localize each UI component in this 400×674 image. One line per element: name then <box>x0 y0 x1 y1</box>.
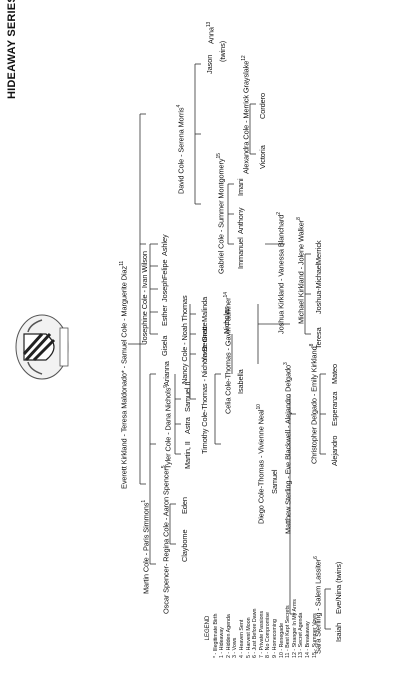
nancy-couple: Nancy Cole - Noah Thomas <box>180 295 189 384</box>
legend: LEGEND * - Illegitimate Birth 1 - Hideaw… <box>205 598 318 658</box>
joseph: Joseph <box>160 278 169 302</box>
michael-couple: Michael Kirkland - Jolene Walker8 <box>295 217 305 324</box>
josephine-couple: Josephine Cole - Ivan Wilson <box>140 251 149 344</box>
martin-couple: Martin Cole - Paris Simmons1 <box>140 500 150 594</box>
legend-item: 5 - Harvest Moon <box>245 617 252 658</box>
alexandra-couple: Alexandra Cole - Merrick Grayslake12 <box>240 55 250 174</box>
ynez: Ynez <box>200 345 209 362</box>
michael-label: Michael Kirkland - Jolene Walker <box>296 219 306 324</box>
michael-sup: 8 <box>296 217 302 220</box>
jason: Jason <box>205 54 214 74</box>
merrick: Merrick <box>314 240 323 264</box>
christopher-couple: Christopher Delgado - Emily Kirkland8 <box>308 344 318 464</box>
gabriel-label: Gabriel Cole - Summer Montgomery <box>216 158 226 275</box>
mateo: Mateo <box>330 363 339 384</box>
gabriel-couple: Gabriel Cole - Summer Montgomery15 <box>215 153 225 274</box>
martin-label: Martin Cole - Paris Simmons <box>141 502 151 594</box>
everett-sup: 11 <box>119 260 125 266</box>
crest-icon <box>15 314 69 380</box>
arianna: Arianna <box>162 361 171 386</box>
legend-item: 14 - Breakaway <box>304 621 311 658</box>
isabella: Isabella <box>236 369 245 394</box>
celia-sup: 14 <box>223 292 229 298</box>
legend-item: 1 - Hideaway <box>219 627 226 658</box>
matthew-label: Matthew Sterling - Eve Blackwell - Aleja… <box>283 365 293 534</box>
matthew-couple: Matthew Sterling - Eve Blackwell - Aleja… <box>282 362 292 534</box>
legend-item: 15 - Summer Vows <box>311 613 318 658</box>
legend-item: 11 - Best Kept Secrets <box>285 605 292 658</box>
joshua-label: Joshua Kirkland - Vanessa Blanchard <box>276 214 286 334</box>
matthew-sup: 3 <box>283 362 289 366</box>
eve-nina-twins: Eve/Nina (twins) <box>334 561 343 614</box>
ashley: Ashley <box>160 234 169 256</box>
legend-item: 4 - Heaven Sent <box>238 619 245 658</box>
martin-ii: Martin, II <box>183 441 192 469</box>
diego-label: Diego Cole-Thomas - Vivienne Neal <box>256 409 266 524</box>
cordero: Cordero <box>258 92 267 119</box>
family-crest <box>12 312 72 382</box>
eden: Eden <box>180 497 189 514</box>
legend-item: 3 - Vows <box>232 637 239 658</box>
legend-item: 12 - Stranger In My Arms <box>291 599 298 658</box>
legend-item: 10 - Renegade <box>278 622 285 658</box>
alexandra-sup: 12 <box>241 55 247 61</box>
esperanza: Esperanza <box>330 391 339 426</box>
twins-note: (twins) <box>218 40 227 62</box>
oscar-couple: Oscar Spencer- Regina Cole - Aaron Spenc… <box>160 466 170 614</box>
alejandro: Alejandro <box>330 435 339 466</box>
anna: Anna13 <box>205 22 215 44</box>
gisela: Gisela <box>160 335 169 356</box>
joshua-sup: 2 <box>276 212 282 215</box>
malinda: Malinda <box>200 296 209 322</box>
felipe: Felipe <box>160 259 169 279</box>
david-sup: 4 <box>176 104 182 108</box>
tyler-couple: Tyler Cole - Dana Nichols9 <box>162 385 172 469</box>
everett-couple: Everett Kirkland - Teresa Maldonado* - S… <box>118 261 128 489</box>
david-couple: David Cole - Serena Morris4 <box>175 105 185 194</box>
legend-item: 8 - No Compromise <box>265 612 272 658</box>
legend-item: * - Illegitimate Birth <box>212 613 219 658</box>
martin-sup: 1 <box>141 499 147 503</box>
legend-item: 7 - Private Passions <box>258 610 265 658</box>
legend-item: 13 - Secret Agenda <box>298 612 305 658</box>
everett-label: Everett Kirkland - Teresa Maldonado* - S… <box>119 265 129 489</box>
anna-sup: 13 <box>206 21 212 28</box>
tyler-label: Tyler Cole - Dana Nichols <box>163 387 173 469</box>
teresa: Teresa <box>314 327 323 349</box>
diego-sup: 10 <box>256 404 262 410</box>
grace: Grace <box>200 322 209 342</box>
anthony: Anthony <box>236 207 245 234</box>
esther: Esther <box>160 305 169 326</box>
legend-item: 6 - Just Before Dawn <box>252 608 259 658</box>
samuel-ii: Samuel II <box>183 381 192 412</box>
claybome: Claybome <box>180 529 189 562</box>
isaiah: Isaiah <box>334 622 343 642</box>
diego-couple: Diego Cole-Thomas - Vivienne Neal10 <box>255 404 265 524</box>
joshua-couple: Joshua Kirkland - Vanessa Blanchard2 <box>275 212 285 334</box>
legend-heading: LEGEND <box>205 615 211 641</box>
legend-item: 2 - Hidden Agenda <box>225 614 232 658</box>
series-title: HIDEAWAY SERIES <box>6 0 18 99</box>
nicholas: Nicholas <box>222 306 231 334</box>
victoria: Victoria <box>258 145 267 169</box>
christopher-label: Christopher Delgado - Emily Kirkland <box>309 346 319 464</box>
joshua-michael: Joshua-Michael <box>314 263 323 314</box>
samuel: Samuel <box>270 469 279 494</box>
david-label: David Cole - Serena Morris <box>176 107 186 194</box>
legend-item: 9 - Homecoming <box>271 619 278 658</box>
gabriel-sup: 15 <box>216 153 222 159</box>
oscar-label: Oscar Spencer- Regina Cole - Aaron Spenc… <box>161 468 171 614</box>
anna-label: Anna <box>206 27 216 44</box>
immanuel: Immanuel <box>236 237 245 269</box>
alexandra-label: Alexandra Cole - Merrick Grayslake <box>241 60 251 174</box>
sara-sup: 6 <box>313 556 319 559</box>
astra: Astra <box>183 417 192 434</box>
imani: Imani <box>236 178 245 196</box>
